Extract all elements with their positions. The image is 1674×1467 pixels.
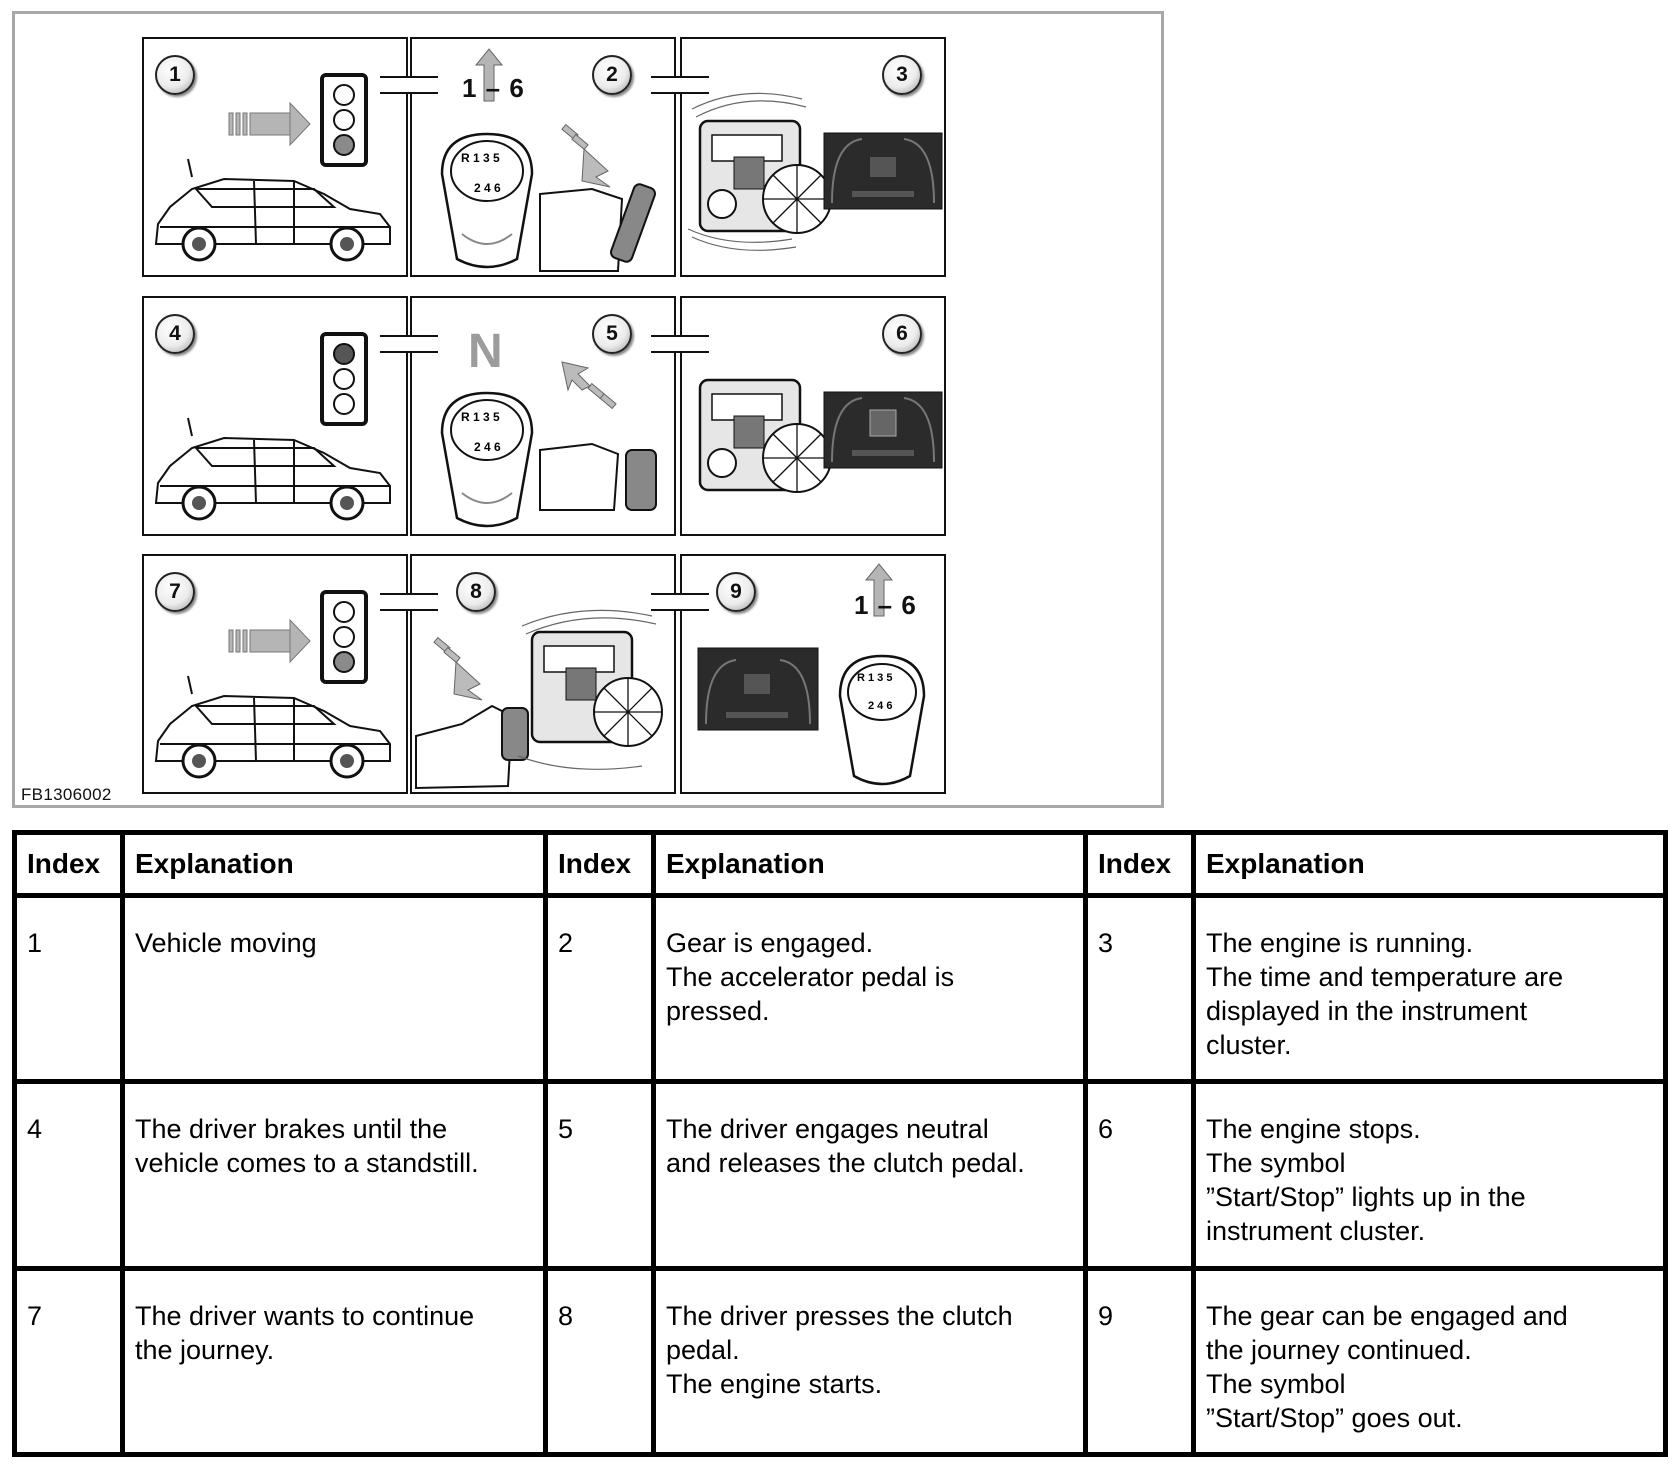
explanation-line: The driver engages neutral: [666, 1114, 989, 1145]
explanation-line: ”Start/Stop” lights up in the: [1206, 1182, 1526, 1213]
column-header-index: Index: [543, 830, 656, 898]
explanation-line: The engine is running.: [1206, 928, 1474, 958]
engine-running-illustration: [687, 92, 943, 251]
shifter-accelerator-illustration: [440, 48, 656, 272]
legend-table: Index Explanation Index Explanation Inde…: [12, 830, 1668, 1458]
neutral-label: N: [468, 325, 503, 378]
index-cell: 2: [543, 892, 656, 1085]
explanation-line: The engine starts.: [666, 1368, 883, 1399]
index-cell: 7: [12, 1265, 125, 1458]
panel-connector: [380, 335, 438, 353]
explanation-line: The driver presses the clutch: [666, 1300, 1013, 1331]
column-header-index: Index: [1083, 830, 1196, 898]
step-badge: 9: [716, 572, 756, 612]
column-header-explanation: Explanation: [120, 830, 548, 898]
explanation-line: ”Start/Stop” goes out.: [1206, 1402, 1463, 1433]
shifter-pattern-bottom: 2 4 6: [474, 440, 501, 454]
shifter-pattern-top: R 1 3 5: [857, 672, 893, 684]
explanation-line: instrument cluster.: [1206, 1216, 1426, 1247]
explanation-line: Vehicle moving: [135, 928, 317, 958]
panel-9: 1 – 6 R 1 3 5 2 4 6 9: [680, 554, 946, 794]
index-cell: 4: [12, 1079, 125, 1271]
explanation-line: pressed.: [666, 996, 770, 1026]
explanation-line: the journey.: [135, 1334, 275, 1365]
explanation-line: The symbol: [1206, 1148, 1346, 1179]
explanation-cell: The driver engages neutral and releases …: [651, 1079, 1088, 1271]
explanation-line: cluster.: [1206, 1030, 1292, 1060]
step-badge: 4: [155, 314, 195, 354]
explanation-line: Gear is engaged.: [666, 928, 874, 958]
column-header-explanation: Explanation: [651, 830, 1088, 898]
explanation-cell: The driver wants to continue the journey…: [120, 1265, 548, 1458]
table-header-row: Index Explanation Index Explanation Inde…: [12, 830, 1668, 898]
explanation-line: The engine stops.: [1206, 1114, 1421, 1145]
index-cell: 8: [543, 1265, 656, 1458]
panel-5: N R 1 3 5 2 4 6 5: [410, 296, 676, 536]
shifter-pattern-top: R 1 3 5: [461, 410, 500, 424]
explanation-line: and releases the clutch pedal.: [666, 1148, 1025, 1179]
explanation-cell: The engine is running. The time and temp…: [1191, 892, 1668, 1085]
car-moving-illustration: [154, 73, 391, 262]
gear-range-label: 1 – 6: [462, 73, 525, 103]
step-badge: 5: [592, 314, 632, 354]
explanation-line: pedal.: [666, 1334, 740, 1365]
index-cell: 5: [543, 1079, 656, 1271]
panel-2: 1 – 6 R 1 3 5 2 4 6 2: [410, 37, 676, 277]
shifter-pattern-bottom: 2 4 6: [868, 700, 893, 712]
step-badge: 7: [155, 572, 195, 612]
gear-range-label: 1 – 6: [854, 590, 917, 620]
explanation-line: The driver wants to continue: [135, 1300, 475, 1331]
step-badge: 8: [456, 572, 496, 612]
panel-3: 3: [680, 37, 946, 277]
explanation-cell: Vehicle moving: [120, 892, 548, 1085]
panel-connector: [651, 76, 709, 94]
column-header-explanation: Explanation: [1191, 830, 1668, 898]
shifter-pattern-top: R 1 3 5: [461, 151, 500, 165]
panel-4: 4: [142, 296, 408, 536]
index-cell: 1: [12, 892, 125, 1085]
index-cell: 6: [1083, 1079, 1196, 1271]
panel-6: 6: [680, 296, 946, 536]
explanation-line: The driver brakes until the: [135, 1114, 448, 1145]
panel-connector: [380, 593, 438, 611]
panel-1: 1: [142, 37, 408, 277]
panel-connector: [651, 335, 709, 353]
engine-stopped-illustration: [698, 378, 943, 493]
explanation-line: The gear can be engaged and: [1206, 1300, 1568, 1331]
explanation-cell: The driver presses the clutch pedal. The…: [651, 1265, 1088, 1458]
table-row: 7 The driver wants to continue the journ…: [12, 1265, 1668, 1458]
figure-code: FB1306002: [21, 785, 112, 804]
step-badge: 6: [882, 314, 922, 354]
process-figure: 1 1 – 6 R 1 3 5 2 4 6 2: [12, 11, 1164, 808]
index-cell: 3: [1083, 892, 1196, 1085]
table-row: 1 Vehicle moving 2 Gear is engaged. The …: [12, 892, 1668, 1085]
explanation-cell: Gear is engaged. The accelerator pedal i…: [651, 892, 1088, 1085]
clutch-engine-start-illustration: [415, 609, 663, 790]
explanation-line: The symbol: [1206, 1368, 1346, 1399]
explanation-cell: The driver brakes until the vehicle come…: [120, 1079, 548, 1271]
panel-8: 8: [410, 554, 676, 794]
step-badge: 1: [155, 55, 195, 95]
explanation-line: vehicle comes to a standstill.: [135, 1148, 479, 1179]
neutral-clutch-illustration: [440, 361, 657, 528]
car-stopped-illustration: [154, 332, 391, 521]
panel-7: 7: [142, 554, 408, 794]
index-cell: 9: [1083, 1265, 1196, 1458]
panel-connector: [651, 593, 709, 611]
explanation-cell: The gear can be engaged and the journey …: [1191, 1265, 1668, 1458]
cluster-gear-illustration: [697, 563, 926, 786]
panel-connector: [380, 76, 438, 94]
column-header-index: Index: [12, 830, 125, 898]
explanation-line: the journey continued.: [1206, 1334, 1472, 1365]
explanation-line: displayed in the instrument: [1206, 996, 1528, 1026]
explanation-line: The time and temperature are: [1206, 962, 1564, 992]
table-row: 4 The driver brakes until the vehicle co…: [12, 1079, 1668, 1271]
explanation-cell: The engine stops. The symbol ”Start/Stop…: [1191, 1079, 1668, 1271]
step-badge: 2: [592, 55, 632, 95]
car-continue-illustration: [154, 590, 391, 779]
explanation-line: The accelerator pedal is: [666, 962, 955, 992]
shifter-pattern-bottom: 2 4 6: [474, 181, 501, 195]
step-badge: 3: [882, 55, 922, 95]
